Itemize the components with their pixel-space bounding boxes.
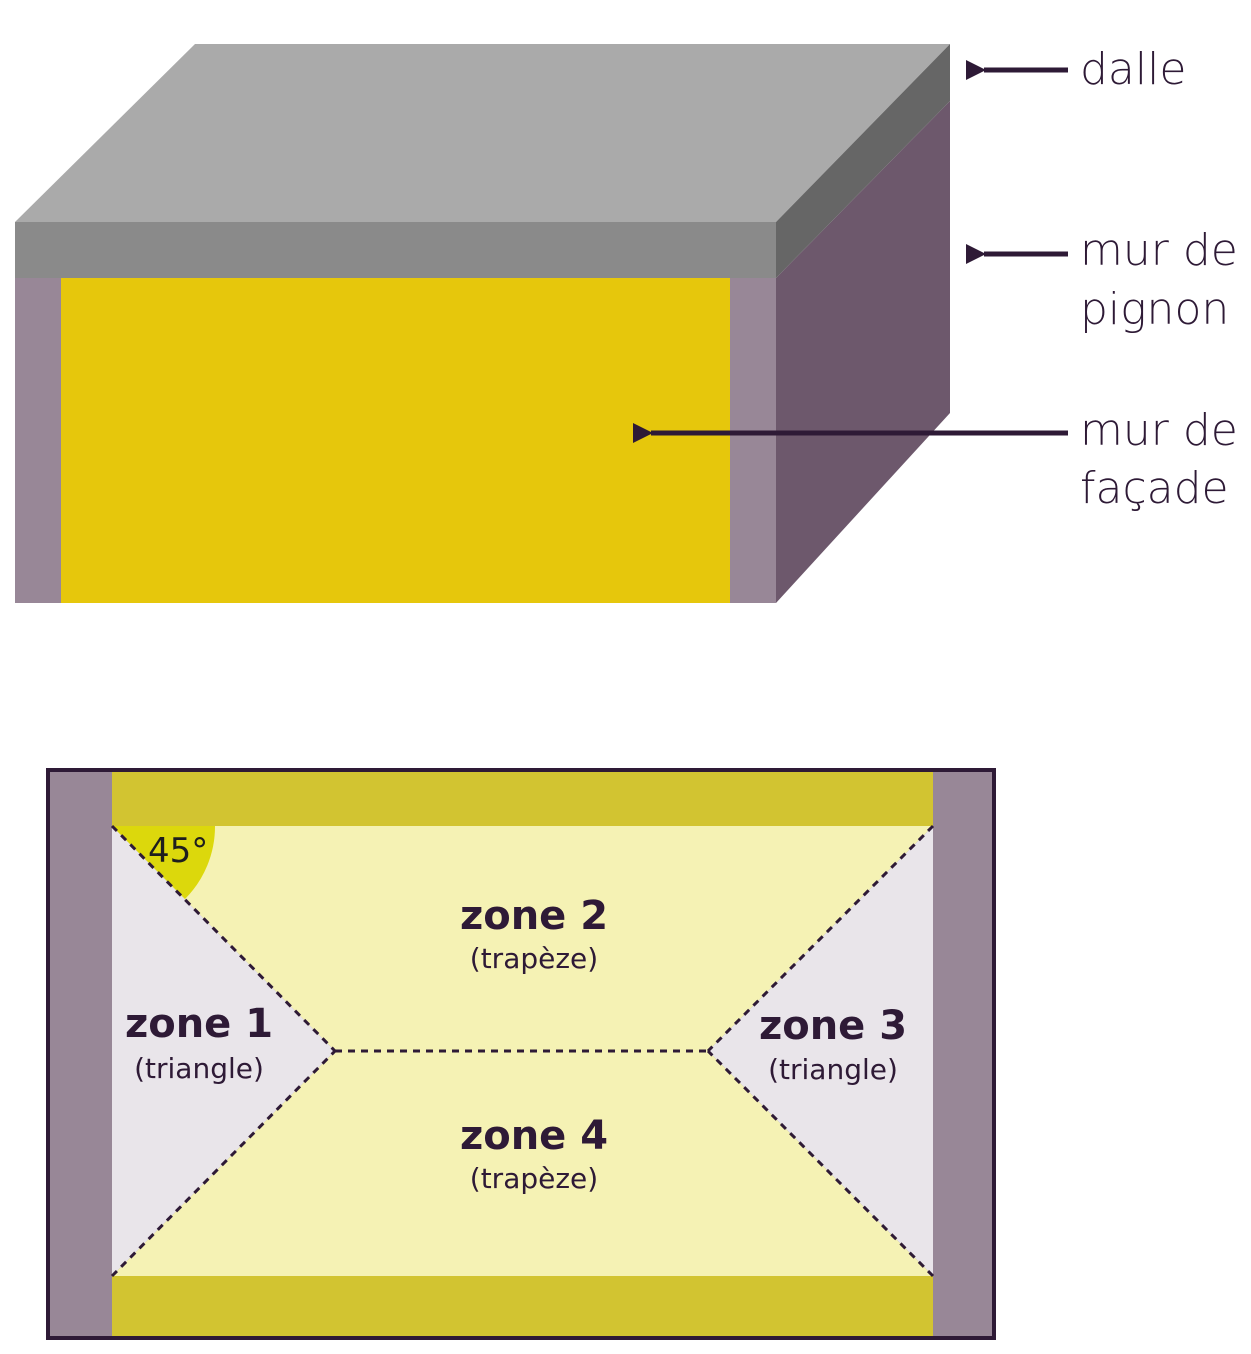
zone-3-area [708, 826, 933, 1276]
slab-top [15, 44, 950, 222]
plan-band-bottom [112, 1276, 933, 1338]
gable-wall-side [776, 101, 950, 603]
zone-1-shape: (triangle) [134, 1052, 264, 1085]
zone-4-area [112, 1051, 933, 1276]
facade-wall [61, 278, 730, 603]
zone-2-shape: (trapèze) [470, 942, 598, 975]
gable-wall-label-line1: mur de [1080, 225, 1238, 276]
gable-wall-left-end [15, 278, 61, 603]
zone-2-area [112, 826, 933, 1051]
zone-dividers [110, 824, 935, 1278]
zone-3-title: zone 3 [759, 1003, 907, 1049]
zone-1-title: zone 1 [125, 1001, 273, 1047]
gable-wall-label-line2: pignon [1080, 284, 1229, 335]
zone-4-title: zone 4 [460, 1113, 608, 1159]
zone-4-shape: (trapèze) [470, 1162, 598, 1195]
zone-3-shape: (triangle) [768, 1053, 898, 1086]
slab-side [776, 44, 950, 278]
callouts: dalle mur de pignon mur de façade [633, 44, 1238, 514]
building-3d [15, 44, 950, 603]
facade-wall-label-line2: façade [1080, 463, 1229, 514]
angle-label: 45° [148, 831, 208, 871]
plan-view: 45° zone 1 (triangle) zone 2 (trapèze) z… [46, 768, 996, 1340]
plan-band-top [112, 770, 933, 826]
angle-mark [112, 826, 216, 899]
zone-2-title: zone 2 [460, 893, 608, 939]
plan-outline [46, 768, 996, 1340]
dalle-label: dalle [1080, 44, 1186, 95]
slab-front [15, 222, 776, 278]
facade-wall-label-line1: mur de [1080, 405, 1238, 456]
zone-1-area [112, 826, 335, 1276]
gable-wall-right-end [730, 278, 776, 603]
